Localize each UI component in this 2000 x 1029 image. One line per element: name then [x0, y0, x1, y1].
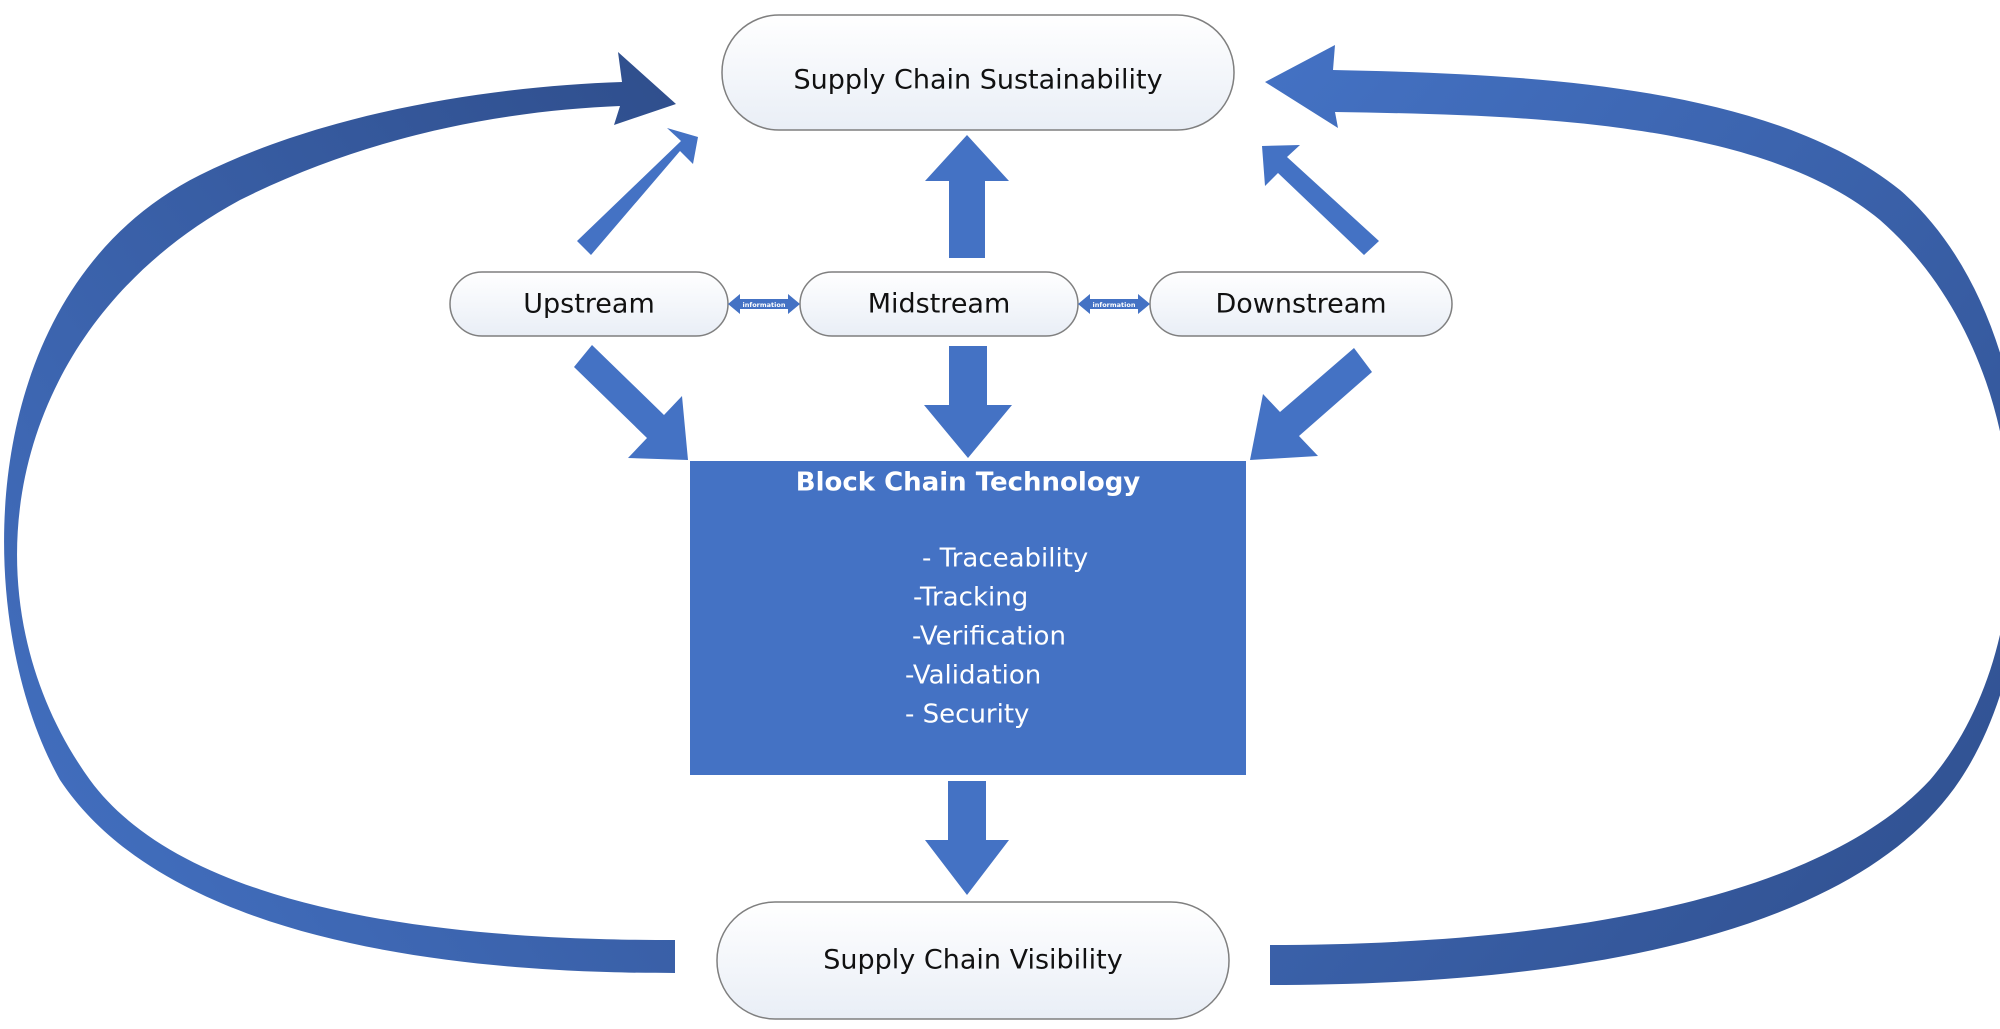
blockchain-title: Block Chain Technology: [796, 468, 1141, 498]
upstream-label: Upstream: [523, 289, 655, 320]
blockchain-item-security: - Security: [905, 700, 1029, 730]
blockchain-item-validation: -Validation: [905, 661, 1041, 691]
midstream-downstream-link-label: information: [1093, 301, 1136, 309]
blockchain-item-tracking: -Tracking: [913, 583, 1028, 613]
visibility-node: Supply Chain Visibility: [716, 901, 1230, 1020]
downstream-label: Downstream: [1215, 289, 1386, 320]
midstream-downstream-link: information: [1078, 294, 1150, 314]
sustainability-label: Supply Chain Sustainability: [793, 65, 1162, 96]
right-loop-arrow: [1265, 45, 2000, 985]
upstream-midstream-link-label: information: [743, 301, 786, 309]
left-loop-arrow: [4, 52, 676, 973]
downstream-to-blockchain-arrow: [1250, 348, 1372, 460]
blockchain-item-traceability: - Traceability: [922, 544, 1088, 574]
midstream-to-blockchain-arrow: [924, 346, 1012, 458]
midstream-to-sustainability-arrow: [925, 135, 1009, 258]
upstream-to-sustainability-arrow: [577, 128, 698, 255]
blockchain-box: Block Chain Technology - Traceability -T…: [690, 461, 1246, 775]
midstream-node: Midstream: [799, 271, 1079, 337]
midstream-label: Midstream: [868, 289, 1011, 320]
downstream-to-sustainability-arrow: [1262, 145, 1379, 255]
downstream-node: Downstream: [1149, 271, 1453, 337]
blockchain-item-verification: -Verification: [912, 622, 1066, 652]
upstream-node: Upstream: [449, 271, 729, 337]
blockchain-to-visibility-arrow: [925, 781, 1009, 895]
sustainability-node: Supply Chain Sustainability: [721, 14, 1235, 131]
upstream-to-blockchain-arrow: [574, 345, 688, 460]
upstream-midstream-link: information: [728, 294, 800, 314]
visibility-label: Supply Chain Visibility: [823, 945, 1122, 976]
